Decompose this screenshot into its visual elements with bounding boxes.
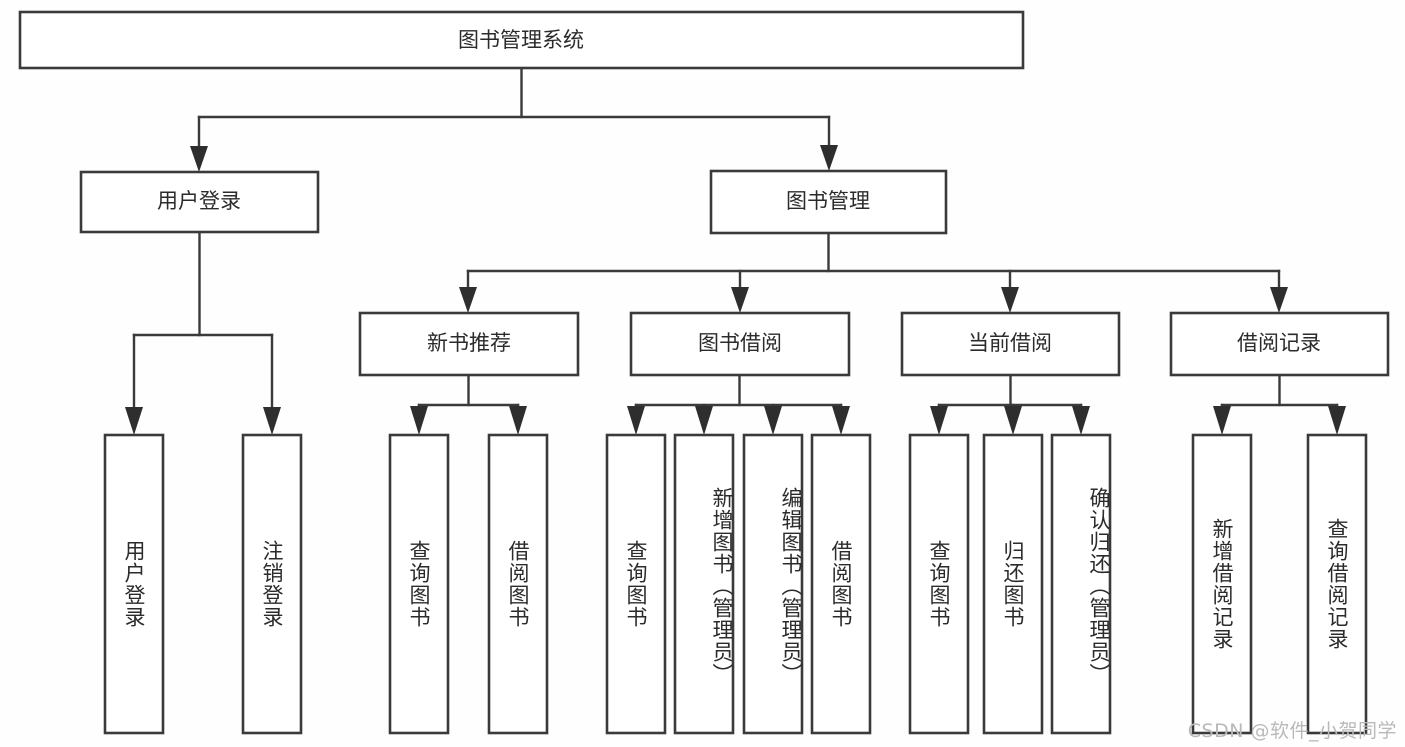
node-layer: 图书管理系统 用户登录 图书管理 新书推荐 图书借阅 当前借阅 借阅记录 [18, 10, 1390, 735]
node-box-leaf-borrow-book-1[interactable] [487, 433, 549, 735]
node-box-book-borrow[interactable] [629, 311, 851, 377]
arrow-head-icon [832, 406, 850, 435]
arrow-head-icon [1270, 287, 1288, 313]
arrow-head-icon [190, 146, 208, 172]
node-box-borrow-record[interactable] [1169, 311, 1390, 377]
watermark-text: CSDN @软件_小贺同学 [1187, 720, 1397, 742]
arrow-head-icon [1072, 406, 1090, 435]
connector-layer [125, 66, 1346, 435]
arrow-head-icon [1001, 287, 1019, 313]
arrow-head-icon [509, 406, 527, 435]
node-box-user-login[interactable] [79, 170, 320, 234]
arrow-head-icon [263, 407, 281, 435]
arrow-head-icon [1328, 406, 1346, 435]
arrow-head-icon [820, 145, 838, 171]
node-box-new-book-rec[interactable] [358, 311, 580, 377]
arrow-head-icon [459, 287, 477, 313]
arrow-head-icon [410, 406, 428, 435]
node-box-leaf-user-login[interactable] [103, 433, 165, 735]
arrow-head-icon [930, 406, 948, 435]
node-box-root[interactable] [18, 10, 1025, 70]
arrow-head-icon [695, 406, 713, 435]
node-box-leaf-add-book[interactable] [673, 433, 735, 735]
node-label-borrow-record: 借阅记录 [1237, 331, 1321, 355]
node-box-leaf-confirm-return[interactable] [1050, 433, 1112, 735]
node-label-root: 图书管理系统 [458, 28, 584, 52]
node-label-book-manage: 图书管理 [786, 189, 870, 213]
arrow-head-icon [125, 407, 143, 435]
arrow-head-icon [1004, 406, 1022, 435]
node-box-leaf-query-book-1[interactable] [388, 433, 450, 735]
node-box-leaf-query-book-3[interactable] [908, 433, 970, 735]
node-box-leaf-add-record[interactable] [1191, 433, 1253, 735]
node-box-leaf-borrow-book-2[interactable] [810, 433, 872, 735]
node-label-new-book-rec: 新书推荐 [427, 331, 511, 355]
arrow-head-icon [764, 406, 782, 435]
node-box-leaf-query-book-2[interactable] [605, 433, 667, 735]
node-box-current-borrow[interactable] [900, 311, 1121, 377]
node-box-leaf-return-book[interactable] [982, 433, 1044, 735]
node-box-book-manage[interactable] [709, 169, 948, 235]
arrow-head-icon [1213, 406, 1231, 435]
node-box-leaf-edit-book[interactable] [742, 433, 804, 735]
node-label-current-borrow: 当前借阅 [968, 331, 1052, 355]
node-label-book-borrow: 图书借阅 [698, 331, 782, 355]
arrow-head-icon [627, 406, 645, 435]
arrow-head-icon [731, 287, 749, 313]
node-box-leaf-query-record[interactable] [1306, 433, 1368, 735]
node-label-user-login: 用户登录 [157, 189, 241, 213]
node-box-leaf-user-logout[interactable] [241, 433, 303, 735]
